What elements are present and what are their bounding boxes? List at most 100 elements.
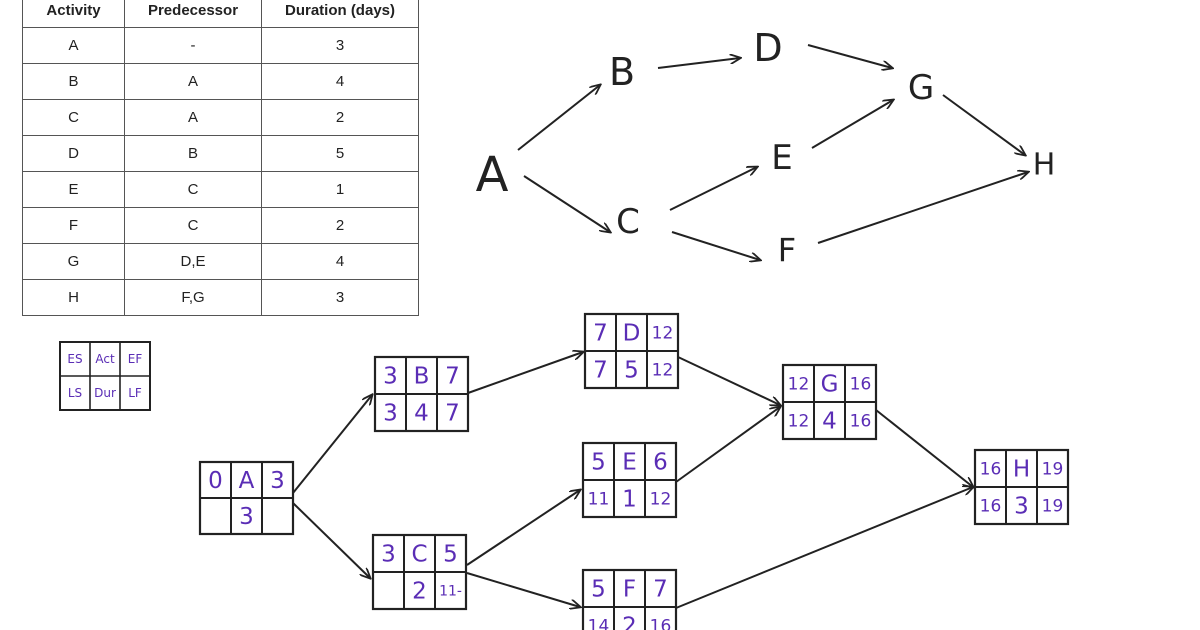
node-A-act: A [239, 468, 255, 494]
aoa-node-G: G [908, 68, 934, 108]
cell-duration: 5 [261, 135, 419, 172]
cell-duration: 2 [261, 99, 419, 136]
node-F-dur: 2 [622, 614, 637, 630]
legend-cell-ls: LS [68, 386, 82, 400]
node-H-dur: 3 [1014, 494, 1029, 520]
aon-arrow-A-C [292, 502, 370, 578]
cell-predecessor: C [124, 207, 262, 244]
aoa-arrow-D-G [807, 44, 892, 68]
aoa-arrow-B-D [657, 58, 740, 69]
cell-duration: 3 [261, 279, 419, 316]
cell-duration: 3 [261, 27, 419, 64]
aoa-arrow-C-F [671, 231, 760, 260]
node-F-act: F [623, 577, 636, 603]
aoa-node-C: C [616, 202, 640, 242]
node-D-es: 7 [593, 321, 608, 347]
node-frame [581, 568, 678, 630]
node-F-ls: 14 [588, 617, 610, 630]
node-B-lf: 7 [445, 401, 460, 427]
node-C-dur: 2 [412, 579, 427, 605]
cell-predecessor: F,G [124, 279, 262, 316]
node-E-act: E [622, 450, 637, 476]
node-H-lf: 19 [1042, 497, 1064, 517]
aoa-arrow-A-B [517, 85, 600, 151]
aoa-node-F: F [778, 231, 796, 269]
node-D-ls: 7 [593, 358, 608, 384]
node-F-ef: 7 [653, 577, 668, 603]
aon-arrow-A-B [292, 395, 372, 494]
node-C-lf: 11- [439, 584, 462, 600]
node-A-ef: 3 [270, 468, 285, 494]
cell-predecessor: - [124, 27, 262, 64]
node-G-ls: 12 [788, 412, 810, 432]
aoa-node-E: E [771, 138, 792, 178]
table-header-row: Activity Predecessor Duration (days) [22, 0, 419, 28]
cell-activity: G [22, 243, 125, 280]
aoa-arrow-F-H [817, 172, 1028, 244]
node-G-act: G [821, 372, 839, 398]
aon-arrow-E-G [675, 407, 780, 483]
aon-arrow-B-D [467, 352, 583, 394]
node-G-lf: 16 [850, 412, 872, 432]
cell-activity: H [22, 279, 125, 316]
aoa-arrow-G-H [942, 94, 1025, 155]
node-D-lf: 12 [652, 361, 674, 381]
legend-cell-lf: LF [128, 386, 142, 400]
node-D-dur: 5 [624, 358, 639, 384]
node-E-es: 5 [591, 450, 606, 476]
legend-cell-es: ES [67, 352, 82, 366]
legend-cell-dur: Dur [94, 386, 116, 400]
node-G-es: 12 [788, 375, 810, 395]
header-duration: Duration (days) [261, 0, 419, 28]
node-B-ls: 3 [383, 401, 398, 427]
activity-table: Activity Predecessor Duration (days) A-3… [22, 0, 419, 316]
node-H-es: 16 [980, 460, 1002, 480]
header-activity: Activity [22, 0, 125, 28]
aoa-node-B: B [609, 50, 635, 94]
node-A-dur: 3 [239, 504, 254, 530]
aon-node-H: 16 H 19 16 3 19 [973, 448, 1070, 526]
node-E-dur: 1 [622, 487, 637, 513]
node-B-dur: 4 [414, 401, 429, 427]
aon-arrow-D-G [677, 356, 780, 405]
node-B-es: 3 [383, 364, 398, 390]
node-E-ls: 11 [588, 490, 610, 510]
node-A-es: 0 [208, 468, 223, 494]
legend-cell-ef: EF [128, 352, 143, 366]
node-H-ls: 16 [980, 497, 1002, 517]
node-C-es: 3 [381, 542, 396, 568]
node-H-ef: 19 [1042, 460, 1064, 480]
aon-arrow-C-F [466, 572, 580, 607]
node-F-lf: 16 [650, 617, 672, 630]
node-G-ef: 16 [850, 375, 872, 395]
aoa-arrow-E-G [811, 100, 893, 149]
node-B-act: B [414, 364, 430, 390]
aoa-node-A: A [476, 147, 509, 203]
node-H-act: H [1013, 457, 1030, 483]
aoa-arrow-A-C [523, 175, 610, 232]
node-D-ef: 12 [652, 324, 674, 344]
node-C-ef: 5 [443, 542, 458, 568]
node-F-es: 5 [591, 577, 606, 603]
node-B-ef: 7 [445, 364, 460, 390]
table-row: A-3 [22, 27, 419, 64]
aoa-arrow-C-E [669, 167, 757, 211]
aon-arrow-C-E [466, 490, 580, 566]
cell-duration: 2 [261, 207, 419, 244]
node-E-ef: 6 [653, 450, 668, 476]
aoa-node-D: D [753, 26, 782, 70]
